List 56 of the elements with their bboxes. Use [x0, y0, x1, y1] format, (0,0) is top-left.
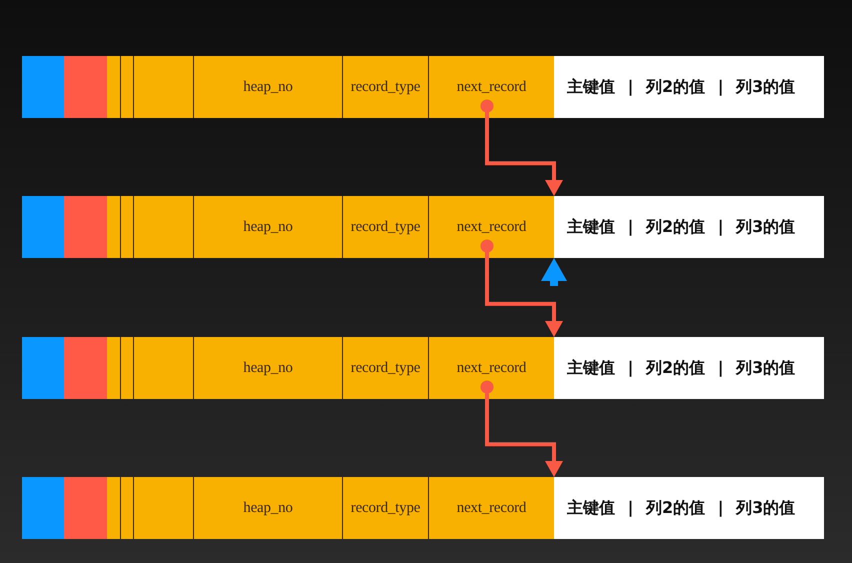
field-values: 主键值 | 列2的值 | 列3的值	[567, 358, 796, 378]
record-field	[64, 56, 107, 118]
record-field	[554, 477, 824, 539]
record-field	[107, 337, 120, 399]
field-label: next_record	[456, 500, 526, 516]
record-field	[107, 196, 120, 258]
record-field	[64, 477, 107, 539]
record-field	[428, 56, 554, 118]
field-label: next_record	[456, 218, 526, 236]
record-field	[193, 337, 342, 399]
record-field	[342, 337, 428, 399]
field-label: next_record	[456, 360, 526, 376]
record-field	[120, 337, 133, 399]
field-values: 主键值 | 列2的值 | 列3的值	[567, 498, 796, 518]
field-label: record_type	[350, 78, 420, 96]
arrow	[480, 240, 563, 337]
record-field	[133, 337, 193, 399]
record-field	[428, 477, 554, 539]
field-label: heap_no	[243, 360, 293, 376]
record-field	[133, 477, 193, 539]
record-field	[193, 477, 342, 539]
arrow	[480, 100, 563, 196]
record-field	[120, 477, 133, 539]
field-values: 主键值 | 列2的值 | 列3的值	[567, 216, 796, 238]
field-label: heap_no	[243, 218, 293, 236]
record-field	[64, 196, 107, 258]
field-label: record_type	[350, 500, 420, 516]
record-field	[342, 477, 428, 539]
record-field	[22, 196, 64, 258]
record-field	[107, 56, 120, 118]
record-field	[120, 196, 133, 258]
record-field	[193, 56, 342, 118]
record-field	[342, 196, 428, 258]
record-field	[554, 56, 824, 118]
arrow	[480, 380, 563, 477]
field-label: heap_no	[243, 500, 293, 516]
record-field	[22, 56, 64, 118]
record-field	[107, 477, 120, 539]
record-field	[193, 196, 342, 258]
field-label: heap_no	[243, 78, 293, 96]
record-field	[428, 337, 554, 399]
field-values: 主键值 | 列2的值 | 列3的值	[567, 76, 796, 98]
record-field	[22, 477, 64, 539]
arrow	[541, 258, 567, 286]
record-field	[120, 56, 133, 118]
record-field	[64, 337, 107, 399]
record-field	[428, 196, 554, 258]
record-field	[554, 337, 824, 399]
field-label: next_record	[456, 78, 526, 96]
record-field	[133, 56, 193, 118]
record-field	[342, 56, 428, 118]
record-field	[133, 196, 193, 258]
record-field	[22, 337, 64, 399]
record-field	[554, 196, 824, 258]
field-label: record_type	[350, 360, 420, 376]
field-label: record_type	[350, 218, 420, 236]
